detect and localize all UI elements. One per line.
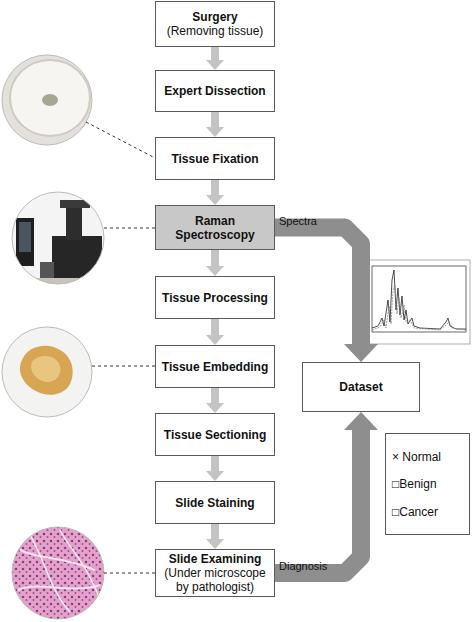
process-arrow bbox=[211, 112, 219, 127]
process-arrow bbox=[211, 388, 219, 403]
node-title: Surgery bbox=[192, 10, 237, 24]
node-text: (Removing tissue) bbox=[167, 24, 264, 38]
spectrum-line bbox=[372, 270, 466, 329]
process-box: Tissue Embedding bbox=[155, 345, 275, 388]
node-title: × Normal bbox=[392, 450, 441, 464]
monitor-screen bbox=[19, 222, 31, 252]
instrument-photo bbox=[10, 190, 110, 290]
node-title: Tissue Fixation bbox=[171, 152, 258, 166]
process-arrow bbox=[211, 250, 219, 266]
plot-axes bbox=[372, 266, 466, 332]
process-box: Tissue Sectioning bbox=[155, 413, 275, 456]
spectrometer-body bbox=[52, 236, 102, 278]
edge-label: Diagnosis bbox=[279, 560, 327, 573]
cup-photo bbox=[0, 52, 95, 147]
plot-background bbox=[360, 260, 470, 344]
node-title: Tissue Sectioning bbox=[164, 428, 266, 442]
instrument-part bbox=[40, 262, 54, 278]
process-arrow bbox=[211, 180, 219, 195]
data-flow-arrow bbox=[275, 430, 361, 573]
cell-nuclei bbox=[10, 525, 106, 621]
process-box: Tissue Fixation bbox=[155, 137, 275, 180]
photo-frame bbox=[2, 327, 92, 417]
tissue-streak bbox=[30, 535, 70, 612]
photo-frame bbox=[2, 55, 92, 145]
node-title: Raman Spectroscopy bbox=[160, 214, 270, 242]
spectrum-line bbox=[372, 285, 466, 330]
process-arrow bbox=[211, 47, 219, 60]
process-box: Tissue Processing bbox=[155, 276, 275, 319]
monitor bbox=[16, 218, 34, 266]
tissue-streak bbox=[18, 585, 100, 590]
process-arrow bbox=[211, 319, 219, 335]
histology-photo bbox=[10, 525, 106, 621]
leader-line bbox=[92, 366, 155, 367]
dataset-box: Dataset bbox=[302, 362, 420, 412]
edge-label: Spectra bbox=[279, 215, 317, 228]
node-text: □Benign bbox=[392, 477, 437, 491]
node-title: Slide Staining bbox=[175, 496, 254, 510]
node-title: Tissue Embedding bbox=[162, 360, 268, 374]
node-text: □Cancer bbox=[392, 505, 438, 519]
class-box: × Normal □Benign □Cancer bbox=[385, 433, 470, 535]
photo-background bbox=[0, 52, 95, 147]
node-title: Expert Dissection bbox=[164, 84, 265, 98]
leader-line bbox=[86, 122, 155, 158]
process-arrow bbox=[211, 456, 219, 471]
cup-inside bbox=[10, 60, 90, 136]
data-flow-arrow bbox=[275, 228, 361, 345]
node-title: Dataset bbox=[339, 380, 382, 394]
tissue-highlight bbox=[31, 356, 60, 382]
photo-background bbox=[10, 525, 106, 621]
leader-line bbox=[104, 573, 155, 574]
process-box: Surgery(Removing tissue) bbox=[155, 1, 275, 47]
tissue-streak bbox=[60, 530, 100, 600]
leader-line bbox=[104, 228, 155, 229]
process-box: Raman Spectroscopy bbox=[155, 205, 275, 250]
tissue-block bbox=[20, 346, 73, 395]
tissue-sample bbox=[42, 94, 58, 106]
photo-background bbox=[0, 325, 95, 420]
process-box: Slide Staining bbox=[155, 481, 275, 524]
tissue-photo bbox=[0, 325, 95, 420]
process-arrow bbox=[211, 524, 219, 539]
photo-frame bbox=[12, 192, 104, 284]
node-title: Tissue Processing bbox=[162, 291, 268, 305]
process-box: Slide Examining(Under microscope by path… bbox=[155, 549, 275, 597]
photo-background bbox=[10, 190, 110, 290]
process-box: Expert Dissection bbox=[155, 70, 275, 112]
node-title: Slide Examining bbox=[169, 552, 262, 566]
photo-frame bbox=[12, 527, 104, 619]
spectrum-plot bbox=[360, 260, 470, 344]
node-text: (Under microscope by pathologist) bbox=[160, 566, 270, 594]
